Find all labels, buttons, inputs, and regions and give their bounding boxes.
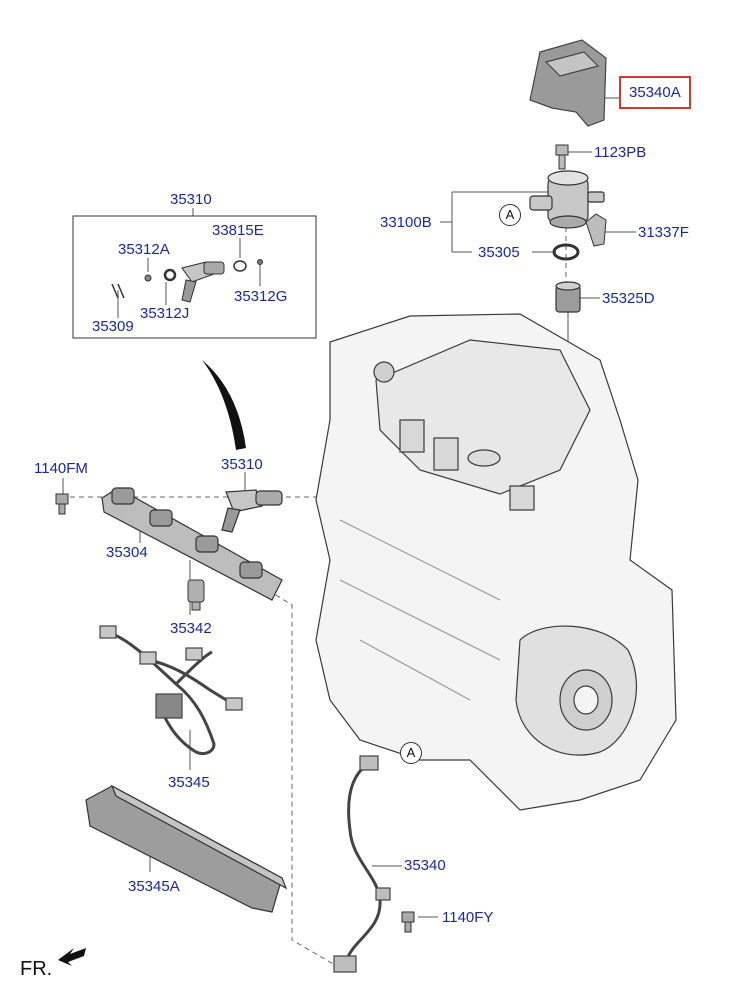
kit-parts bbox=[111, 259, 263, 303]
part-label[interactable]: 35342 bbox=[170, 620, 212, 637]
fuel-pipe bbox=[333, 755, 391, 973]
part-label[interactable]: 35312J bbox=[140, 305, 190, 322]
kit-inset-box bbox=[72, 215, 317, 339]
wiring-harness bbox=[99, 625, 243, 756]
bolt-1123pb bbox=[555, 144, 569, 170]
assembly-dash-line bbox=[267, 589, 336, 966]
part-label[interactable]: 1140FM bbox=[34, 460, 88, 477]
o-ring-35305 bbox=[552, 243, 580, 261]
part-label[interactable]: 33815E bbox=[212, 222, 264, 239]
part-label[interactable]: 35305 bbox=[478, 244, 520, 261]
bracket-31337f bbox=[585, 213, 607, 247]
part-label[interactable]: 31337F bbox=[638, 224, 689, 241]
front-arrow-icon bbox=[58, 948, 86, 966]
high-pressure-pump bbox=[529, 170, 605, 229]
part-label[interactable]: 1140FY bbox=[442, 909, 494, 926]
front-indicator-label: FR. bbox=[20, 958, 53, 980]
part-label[interactable]: 35345 bbox=[168, 774, 210, 791]
part-label[interactable]: 35310 bbox=[221, 456, 263, 473]
tappet-35325d bbox=[555, 281, 581, 313]
part-label[interactable]: 35312A bbox=[118, 241, 170, 258]
ref-marker-a: A bbox=[400, 742, 422, 764]
part-label[interactable]: 35325D bbox=[602, 290, 655, 307]
engine-block bbox=[315, 313, 677, 811]
part-label[interactable]: 35310 bbox=[170, 191, 212, 208]
part-label[interactable]: 35309 bbox=[92, 318, 134, 335]
pressure-sensor bbox=[187, 579, 205, 611]
pump-cover bbox=[529, 39, 607, 127]
fuel-rail bbox=[101, 487, 283, 601]
direction-arrow bbox=[202, 360, 246, 450]
bolt-1140fy bbox=[401, 911, 415, 933]
bolt-1140fm bbox=[55, 493, 69, 515]
harness-cover bbox=[85, 784, 288, 913]
injector-35310 bbox=[221, 489, 283, 533]
part-label[interactable]: 1123PB bbox=[594, 144, 647, 161]
part-label[interactable]: 33100B bbox=[380, 214, 432, 231]
part-label[interactable]: 35312G bbox=[234, 288, 288, 305]
part-label-highlighted[interactable]: 35340A bbox=[619, 76, 691, 109]
part-label[interactable]: 35345A bbox=[128, 878, 180, 895]
part-label[interactable]: 35304 bbox=[106, 544, 148, 561]
part-label[interactable]: 35340 bbox=[404, 857, 446, 874]
ref-marker-a: A bbox=[499, 204, 521, 226]
